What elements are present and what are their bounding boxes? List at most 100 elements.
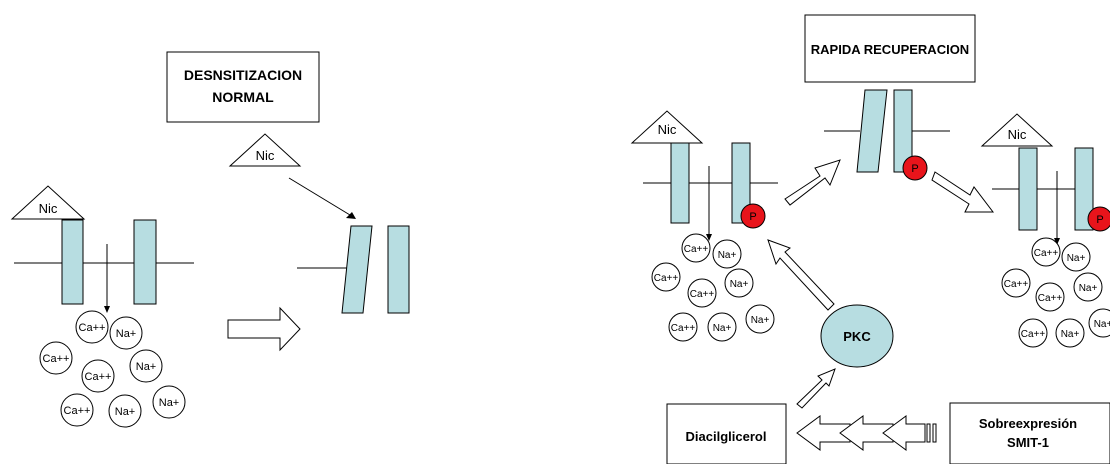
ion-circle xyxy=(1031,237,1061,267)
phosphate-label: P xyxy=(1096,214,1103,226)
ion-label: Na+ xyxy=(1067,253,1086,264)
nicotine-label: Nic xyxy=(256,148,275,163)
ion-label: Ca++ xyxy=(671,323,696,334)
ion-label: Na+ xyxy=(718,250,737,261)
right-title: RAPIDA RECUPERACION xyxy=(811,42,969,57)
ion-circle xyxy=(745,304,775,334)
left-title-box xyxy=(166,51,320,123)
right-title-box xyxy=(804,14,976,83)
ion-circle xyxy=(81,359,115,393)
ion-label: Ca++ xyxy=(43,353,70,365)
ion-circle xyxy=(687,278,717,308)
ion-circle xyxy=(712,239,742,269)
ion-label: Na+ xyxy=(1079,283,1098,294)
ion-label: Na+ xyxy=(730,279,749,290)
ion-circle xyxy=(651,262,681,292)
ion-flow-arrowhead xyxy=(706,234,712,241)
ion-circle xyxy=(60,393,94,427)
ion-circle xyxy=(108,394,142,428)
ion-circle xyxy=(1088,308,1110,338)
ion-label: Ca++ xyxy=(85,371,112,383)
ion-label: Ca++ xyxy=(690,289,715,300)
ion-label: Ca++ xyxy=(654,273,679,284)
ion-label: Ca++ xyxy=(1038,293,1063,304)
left-title-line1: DESNSITIZACION xyxy=(184,67,302,83)
channel-subunit xyxy=(1074,147,1094,231)
phosphate-circle xyxy=(740,203,766,229)
ion-circle xyxy=(75,310,109,344)
nicotine-triangle xyxy=(630,110,704,144)
ion-circle xyxy=(1035,282,1065,312)
ion-label: Na+ xyxy=(116,328,137,340)
diacilglicerol-label: Diacilglicerol xyxy=(686,429,767,444)
nicotine-label: Nic xyxy=(1008,127,1027,142)
nicotine-label: Nic xyxy=(658,122,677,137)
phosphate-circle xyxy=(902,155,928,181)
transition-arrow xyxy=(227,306,301,352)
nicotine-triangle xyxy=(10,185,86,220)
ion-circle xyxy=(681,233,711,263)
left-ion-group: Ca++ Na+ Ca++ Na+ Ca++ Ca++ Na+ Na+ xyxy=(39,310,186,428)
pkc-label: PKC xyxy=(843,329,871,344)
dag-activation-arrow xyxy=(796,368,836,409)
channel-subunit xyxy=(731,142,751,224)
ion-label: Ca++ xyxy=(1034,248,1059,259)
ion-circle xyxy=(1001,268,1031,298)
desensitized-channel-subunit xyxy=(341,225,373,314)
nicotine-triangle xyxy=(228,133,302,167)
ion-label: Na+ xyxy=(115,406,136,418)
chevron-arrow xyxy=(796,415,937,451)
ion-label: Ca++ xyxy=(684,244,709,255)
channel-subunit xyxy=(1018,147,1038,231)
ion-circle xyxy=(129,349,163,383)
binding-arrow xyxy=(288,177,351,216)
channel-subunit xyxy=(893,89,913,173)
ion-label: Ca++ xyxy=(1021,329,1046,340)
right-panel: RAPIDA RECUPERACION Nic P Ca++ Na+ Ca++ … xyxy=(630,14,1110,464)
ion-label: Na+ xyxy=(751,315,770,326)
ion-label: Na+ xyxy=(1061,329,1080,340)
ion-circle xyxy=(668,312,698,342)
ion-circle xyxy=(1055,318,1085,348)
ion-circle xyxy=(1061,242,1091,272)
ion-circle xyxy=(152,385,186,419)
ion-label: Na+ xyxy=(159,397,180,409)
right-right-ion-group: Ca++ Na+ Ca++ Na+ Ca++ Ca++ Na+ Na+ xyxy=(1001,237,1110,348)
ion-label: Na+ xyxy=(136,361,157,373)
ion-label: Ca++ xyxy=(79,322,106,334)
ion-flow-arrowhead xyxy=(104,306,110,313)
phosphate-label: P xyxy=(749,211,756,223)
ion-label: Ca++ xyxy=(64,405,91,417)
ion-circle xyxy=(1073,272,1103,302)
channel-subunit xyxy=(670,142,690,224)
ion-circle xyxy=(1018,318,1048,348)
ion-label: Ca++ xyxy=(1004,279,1029,290)
ion-flow-arrowhead xyxy=(1054,238,1060,245)
ion-circle xyxy=(724,268,754,298)
ion-circle xyxy=(109,316,143,350)
recovery-arrow xyxy=(931,171,995,213)
right-left-ion-group: Ca++ Na+ Ca++ Na+ Ca++ Ca++ Na+ Na+ xyxy=(651,233,775,342)
smit1-label-line1: Sobreexpresión xyxy=(979,416,1077,431)
ion-circle xyxy=(707,312,737,342)
phosphate-label: P xyxy=(911,163,918,175)
left-channel-subunit xyxy=(133,219,157,305)
phosphate-circle xyxy=(1087,206,1110,232)
smit1-box xyxy=(949,402,1110,464)
binding-arrowhead xyxy=(346,212,356,219)
left-title-line2: NORMAL xyxy=(212,89,274,105)
pkc-phosphorylation-arrow xyxy=(767,239,835,311)
ion-circle xyxy=(39,341,73,375)
recovery-arrow xyxy=(784,159,841,206)
ion-label: Na+ xyxy=(1094,319,1110,330)
diacilglicerol-box xyxy=(666,403,787,464)
desensitized-channel-subunit xyxy=(387,225,410,314)
ion-label: Na+ xyxy=(713,323,732,334)
nicotine-label: Nic xyxy=(39,201,58,216)
nicotine-triangle xyxy=(980,113,1054,147)
smit1-label-line2: SMIT-1 xyxy=(1007,435,1049,450)
channel-subunit xyxy=(856,89,888,173)
left-panel: DESNSITIZACION NORMAL Nic Ca++ Na+ Ca++ … xyxy=(10,51,410,428)
left-channel-subunit xyxy=(61,219,84,305)
